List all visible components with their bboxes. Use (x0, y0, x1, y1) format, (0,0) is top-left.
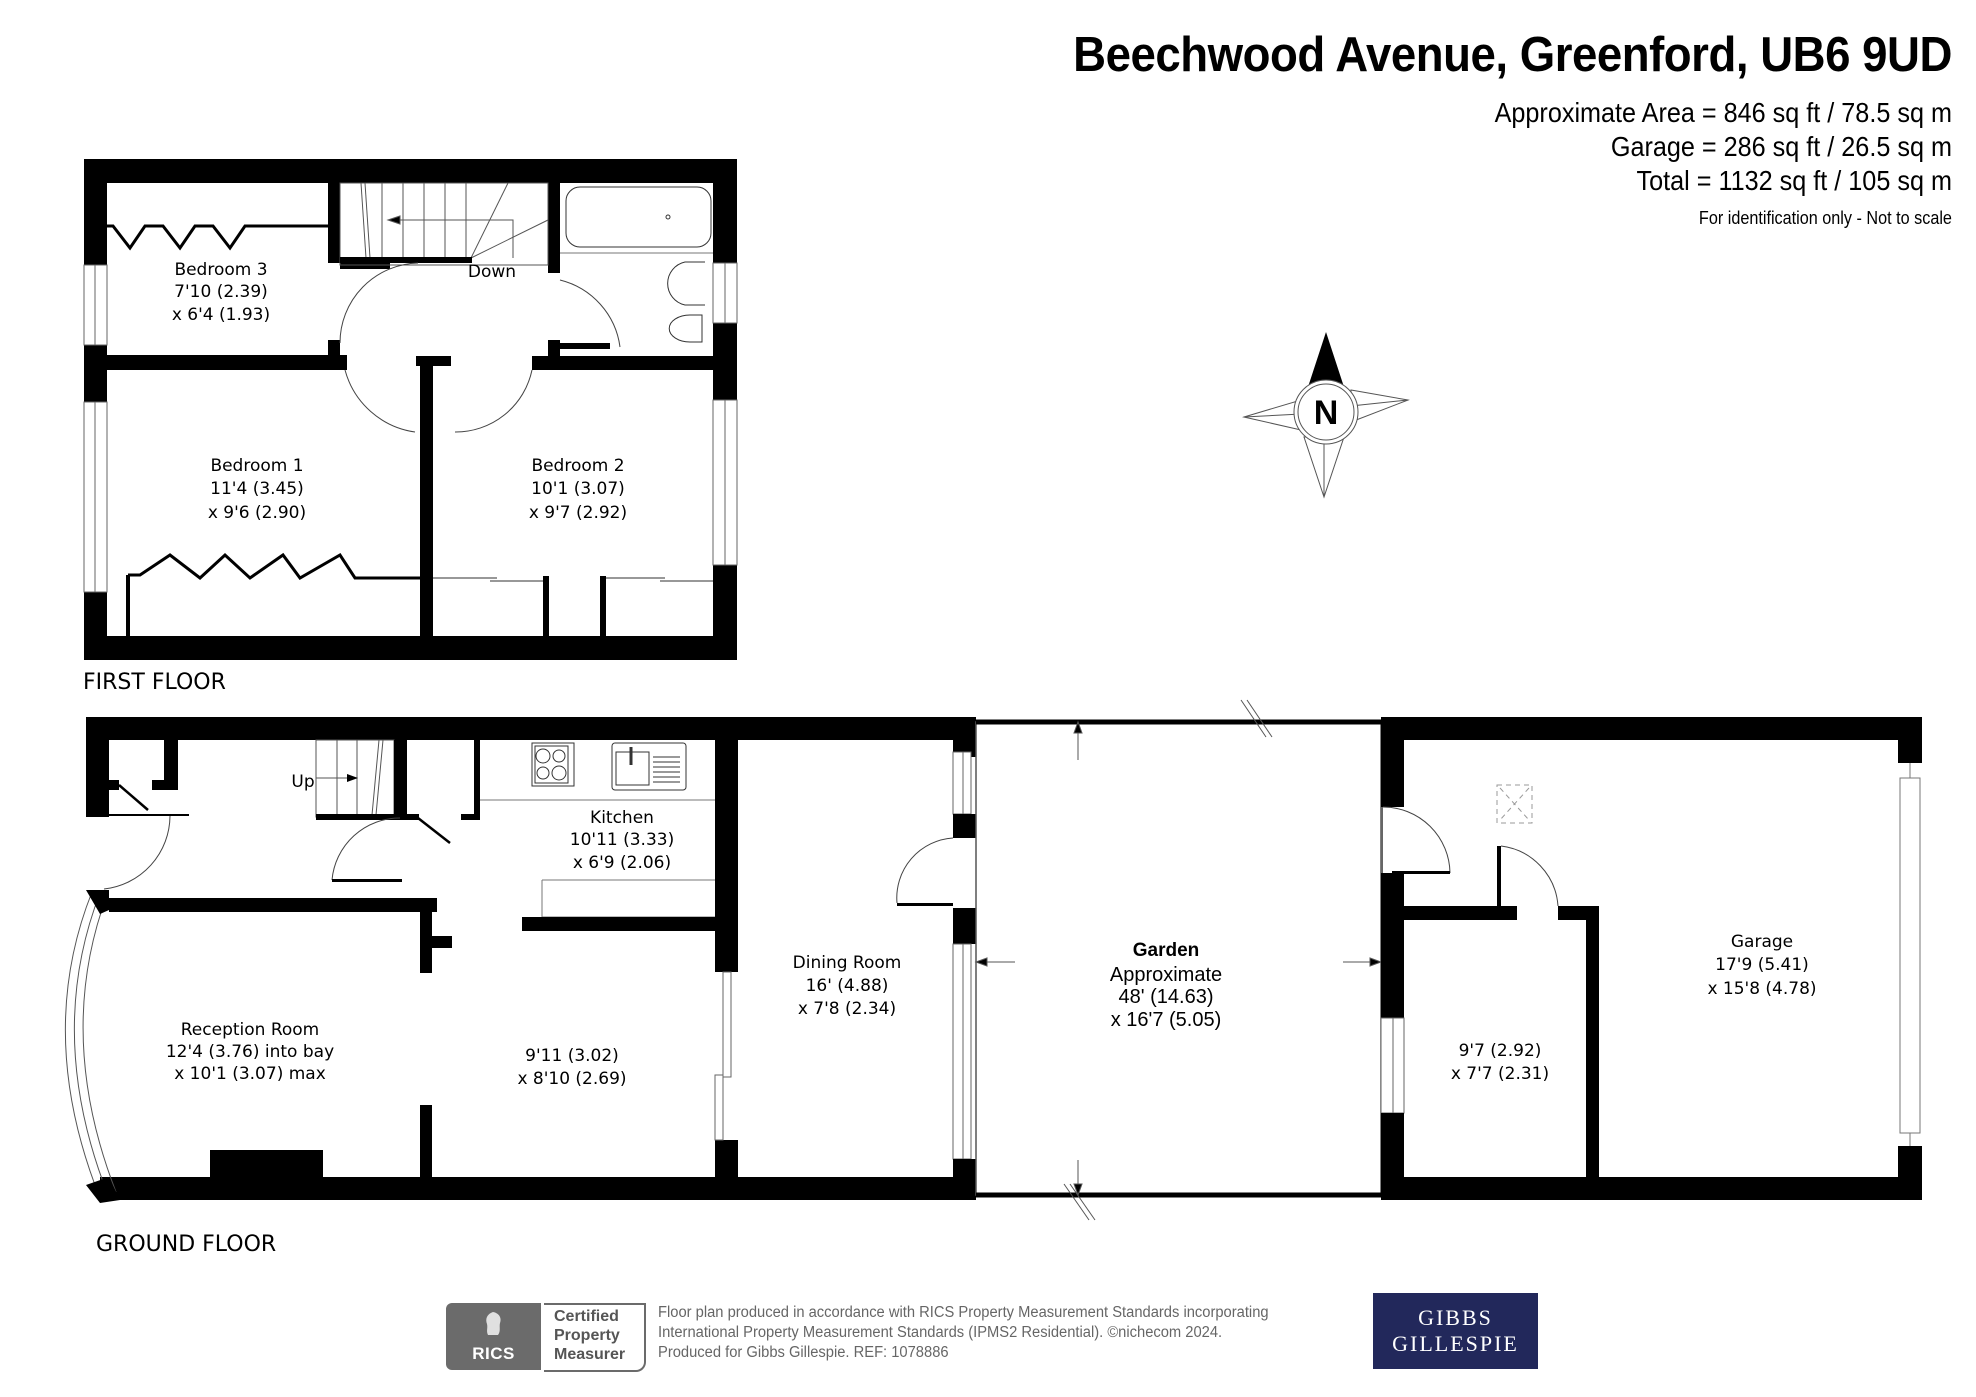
svg-text:7'10 (2.39): 7'10 (2.39) (174, 282, 268, 302)
svg-text:Bedroom 3: Bedroom 3 (174, 260, 267, 280)
svg-text:N: N (1314, 394, 1339, 432)
kitchen-sink-icon (611, 742, 687, 791)
svg-text:x 9'6 (2.90): x 9'6 (2.90) (208, 503, 306, 523)
room-kitchen: Kitchen 10'11 (3.33) x 6'9 (2.06) (570, 808, 674, 873)
first-floor-label: FIRST FLOOR (83, 670, 226, 695)
rics-lion-icon (486, 1312, 501, 1335)
svg-text:x 9'7 (2.92): x 9'7 (2.92) (529, 503, 627, 523)
north-arrow-compass-icon: N (1242, 332, 1410, 499)
bedroom1-wardrobe (126, 552, 420, 636)
svg-text:Garage: Garage (1731, 932, 1793, 952)
svg-text:10'1 (3.07): 10'1 (3.07) (531, 479, 625, 499)
first-floor-stairs (339, 182, 549, 266)
room-garage-store: 9'7 (2.92) x 7'7 (2.31) (1451, 1041, 1549, 1084)
room-garden: Garden Approximate 48' (14.63) x 16'7 (5… (1110, 940, 1222, 1031)
svg-text:16' (4.88): 16' (4.88) (806, 976, 889, 996)
garage-area: Garage = 286 sq ft / 26.5 sq m (1610, 131, 1952, 162)
svg-text:10'11 (3.33): 10'11 (3.33) (570, 830, 674, 850)
loft-hatch-icon (1496, 784, 1533, 824)
svg-text:Bedroom 1: Bedroom 1 (210, 456, 303, 476)
bathroom-fittings (560, 186, 713, 343)
room-reception: Reception Room 12'4 (3.76) into bay x 10… (166, 1020, 334, 1084)
first-floor-plan: Down (83, 159, 738, 660)
garden-area (975, 721, 1382, 1196)
certified-property-measurer-badge: Certified Property Measurer (544, 1303, 646, 1372)
room-bedroom-3: Bedroom 3 7'10 (2.39) x 6'4 (1.93) (172, 260, 270, 325)
ground-floor-label: GROUND FLOOR (96, 1232, 276, 1257)
total-area: Total = 1132 sq ft / 105 sq m (1636, 165, 1952, 196)
scale-disclaimer: For identification only - Not to scale (1698, 208, 1952, 228)
svg-text:11'4 (3.45): 11'4 (3.45) (210, 479, 304, 499)
stairs-down-label: Down (468, 262, 516, 282)
svg-text:48' (14.63): 48' (14.63) (1119, 986, 1214, 1008)
svg-text:x 6'4 (1.93): x 6'4 (1.93) (172, 305, 270, 325)
bedroom2-wardrobes (433, 577, 713, 582)
gibbs-gillespie-logo: GIBBS GILLESPIE (1373, 1293, 1538, 1369)
svg-text:Reception Room: Reception Room (181, 1020, 319, 1040)
room-reception-rear: 9'11 (3.02) x 8'10 (2.69) (517, 1046, 626, 1089)
svg-text:x 7'7 (2.31): x 7'7 (2.31) (1451, 1064, 1549, 1084)
ground-floor-stairs (315, 739, 395, 818)
room-garage: Garage 17'9 (5.41) x 15'8 (4.78) (1707, 932, 1816, 999)
svg-text:x 10'1 (3.07) max: x 10'1 (3.07) max (174, 1064, 326, 1084)
rics-logo: RICS (446, 1303, 541, 1370)
svg-text:x 16'7 (5.05): x 16'7 (5.05) (1111, 1009, 1222, 1031)
stairs-up-label: Up (291, 772, 314, 792)
plan-header: Beechwood Avenue, Greenford, UB6 9UD App… (1007, 26, 1952, 230)
svg-text:17'9 (5.41): 17'9 (5.41) (1715, 955, 1809, 975)
room-bedroom-1: Bedroom 1 11'4 (3.45) x 9'6 (2.90) (208, 456, 306, 523)
approximate-area: Approximate Area = 846 sq ft / 78.5 sq m (1494, 97, 1952, 128)
svg-text:x 6'9 (2.06): x 6'9 (2.06) (573, 853, 671, 873)
svg-text:x 15'8 (4.78): x 15'8 (4.78) (1707, 979, 1816, 999)
svg-text:Garden: Garden (1133, 940, 1200, 961)
svg-text:9'7 (2.92): 9'7 (2.92) (1459, 1041, 1542, 1061)
bedroom3-wardrobe (107, 224, 328, 251)
garden-dimension-arrows (974, 720, 1383, 1197)
room-dining: Dining Room 16' (4.88) x 7'8 (2.34) (793, 953, 902, 1019)
kitchen-hob-icon (531, 742, 575, 787)
property-address-title: Beechwood Avenue, Greenford, UB6 9UD (1073, 28, 1952, 82)
svg-text:x 8'10 (2.69): x 8'10 (2.69) (517, 1069, 626, 1089)
svg-text:Approximate: Approximate (1110, 964, 1222, 986)
svg-text:12'4 (3.76) into bay: 12'4 (3.76) into bay (166, 1042, 334, 1062)
svg-text:Dining Room: Dining Room (793, 953, 902, 973)
rics-compliance-note: Floor plan produced in accordance with R… (658, 1304, 1269, 1361)
svg-text:Kitchen: Kitchen (590, 808, 654, 828)
plan-footer: RICS Certified Property Measurer Floor p… (446, 1293, 1546, 1380)
ground-floor-plan: Up (64, 699, 1922, 1221)
svg-text:x 7'8 (2.34): x 7'8 (2.34) (798, 999, 896, 1019)
svg-text:Bedroom 2: Bedroom 2 (531, 456, 624, 476)
svg-text:9'11 (3.02): 9'11 (3.02) (525, 1046, 619, 1066)
room-bedroom-2: Bedroom 2 10'1 (3.07) x 9'7 (2.92) (529, 456, 627, 523)
